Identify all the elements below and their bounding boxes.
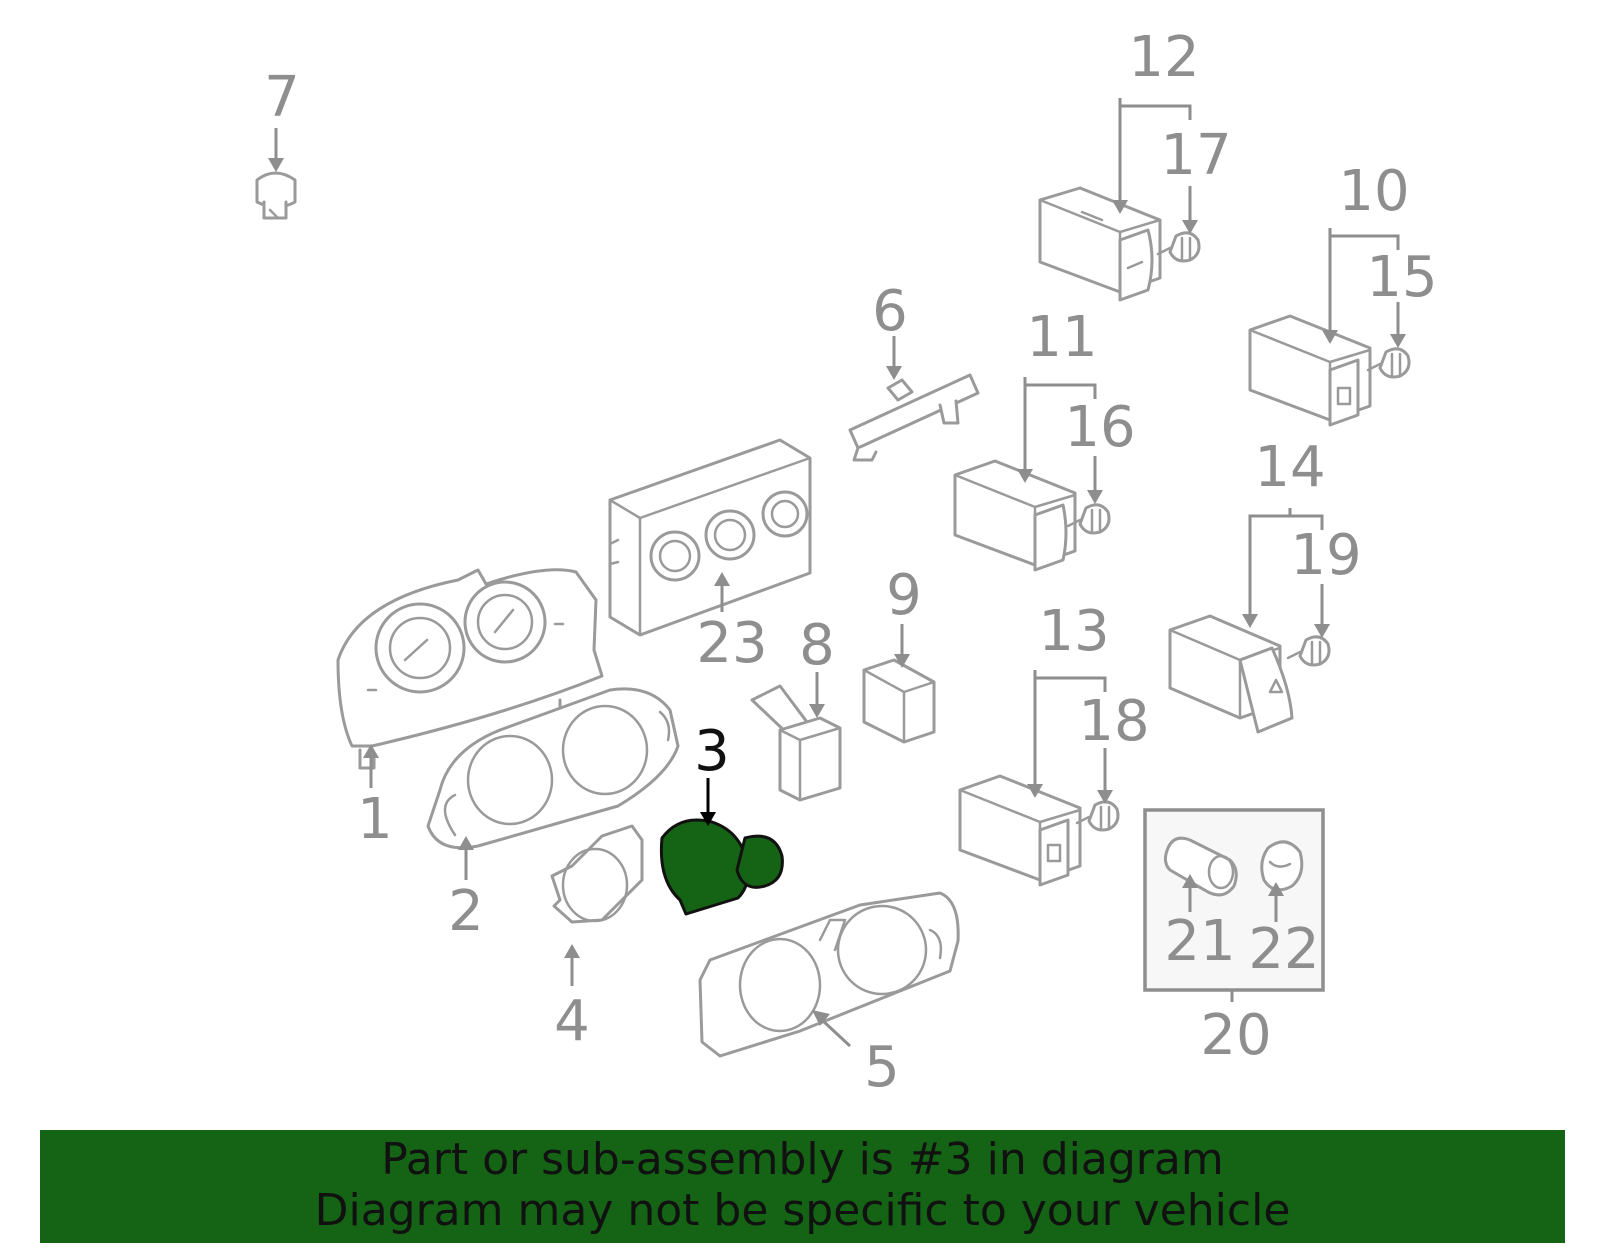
callout-10: 10 (1338, 159, 1409, 224)
callout-21: 21 (1164, 909, 1235, 974)
callout-14: 14 (1254, 435, 1325, 500)
part-3-gauge-highlighted (659, 818, 784, 916)
callout-15: 15 (1366, 245, 1437, 310)
part-1-instrument-cluster (336, 568, 604, 770)
callout-19: 19 (1290, 523, 1361, 588)
callout-3: 3 (694, 719, 730, 784)
part-22-cap (1260, 840, 1304, 892)
callout-22: 22 (1248, 917, 1319, 982)
callout-17: 17 (1160, 123, 1231, 188)
part-5-housing (698, 891, 960, 1058)
part-2-bezel (426, 687, 680, 850)
leader-lines (268, 98, 1406, 1048)
callout-4: 4 (554, 989, 590, 1054)
callout-12: 12 (1128, 25, 1199, 90)
banner-line-part-number: Part or sub-assembly is #3 in diagram (381, 1134, 1224, 1185)
part-16-bulb (1066, 503, 1111, 535)
part-18-bulb (1075, 800, 1120, 832)
part-19-bulb (1286, 635, 1331, 667)
callout-23: 23 (696, 611, 767, 676)
callout-8: 8 (799, 613, 835, 678)
banner-line-disclaimer: Diagram may not be specific to your vehi… (314, 1185, 1291, 1236)
callout-11: 11 (1026, 305, 1097, 370)
part-4-lens (550, 824, 644, 924)
callout-7: 7 (264, 65, 300, 130)
info-banner: Part or sub-assembly is #3 in diagram Di… (40, 1130, 1565, 1243)
part-15-bulb (1366, 347, 1411, 379)
part-8-relay (750, 684, 842, 802)
callout-18: 18 (1078, 689, 1149, 754)
part-6-connector (848, 373, 980, 462)
callout-6: 6 (872, 279, 908, 344)
part-12-switch (1038, 186, 1162, 302)
callout-5: 5 (864, 1035, 900, 1100)
part-7-clip (255, 171, 297, 220)
callout-16: 16 (1064, 395, 1135, 460)
part-23-climate-panel (608, 438, 812, 637)
part-21-socket (1163, 836, 1238, 897)
part-11-switch (953, 459, 1077, 572)
callout-1: 1 (357, 787, 393, 852)
callout-9: 9 (886, 563, 922, 628)
part-17-bulb (1156, 231, 1201, 263)
part-13-switch (958, 774, 1082, 887)
callout-20: 20 (1200, 1003, 1271, 1068)
callout-13: 13 (1038, 599, 1109, 664)
part-9-switch (862, 658, 936, 744)
part-10-switch (1248, 314, 1372, 427)
part-14-hazard-switch (1168, 614, 1294, 734)
callout-2: 2 (448, 879, 484, 944)
